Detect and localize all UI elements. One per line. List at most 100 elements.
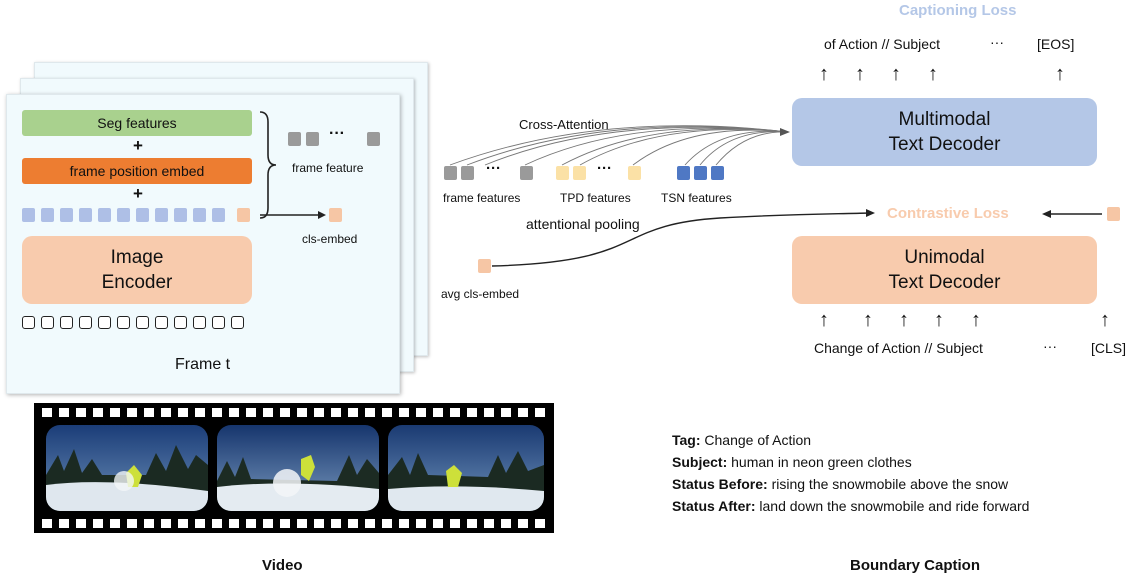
caption-key: Subject:: [672, 454, 728, 470]
avg-cls-embed-label: avg cls-embed: [441, 287, 520, 301]
caption-value: land down the snowmobile and ride forwar…: [759, 498, 1030, 514]
up-arrow: ↑: [934, 309, 944, 331]
sprocket-hole: [229, 519, 239, 528]
frame-features-label: frame features: [443, 191, 521, 205]
sprocket-hole: [382, 408, 392, 417]
sprocket-hole: [93, 408, 103, 417]
video-film-strip: [34, 403, 554, 533]
tpd-features-label: TPD features: [560, 191, 631, 205]
sprocket-hole: [161, 408, 171, 417]
video-frame-3: [388, 425, 544, 511]
tpd-features-token: [573, 166, 586, 180]
sprocket-hole: [178, 408, 188, 417]
cls-token: [237, 208, 250, 222]
sprocket-hole: [280, 519, 290, 528]
ellipsis: ···: [597, 160, 612, 177]
frame-feature-token: [288, 132, 301, 146]
image-encoder-box: Image Encoder: [22, 236, 252, 304]
sprocket-hole: [178, 519, 188, 528]
sprocket-hole: [416, 519, 426, 528]
sprocket-hole: [212, 408, 222, 417]
input-tokens: Change of Action // Subject: [814, 340, 983, 356]
sprocket-hole: [161, 519, 171, 528]
tpd-features-token: [556, 166, 569, 180]
sprocket-hole: [314, 408, 324, 417]
caption-before-line: Status Before: rising the snowmobile abo…: [672, 473, 1029, 495]
sprocket-hole: [484, 408, 494, 417]
cls-embed-label: cls-embed: [302, 232, 358, 246]
attentional-pooling-label: attentional pooling: [526, 216, 640, 232]
tpd-features-token: [628, 166, 641, 180]
caption-after-line: Status After: land down the snowmobile a…: [672, 495, 1029, 517]
up-arrow: ↑: [855, 63, 865, 85]
sprocket-hole: [42, 408, 52, 417]
caption-key: Status Before:: [672, 476, 768, 492]
pooling-curve: [491, 212, 869, 267]
tsn-features-token: [677, 166, 690, 180]
output-tokens: of Action // Subject: [824, 36, 940, 52]
cls-token-text: [CLS]: [1091, 340, 1127, 356]
sprocket-hole: [365, 519, 375, 528]
video-frame-2: [217, 425, 379, 511]
caption-key: Tag:: [672, 432, 701, 448]
frame-feature-token: [306, 132, 319, 146]
brace: [259, 111, 277, 219]
sprocket-hole: [59, 408, 69, 417]
tsn-features-token: [694, 166, 707, 180]
up-arrow: ↑: [899, 309, 909, 331]
plus-sign: +: [133, 184, 143, 203]
boundary-caption-label: Boundary Caption: [850, 557, 980, 574]
up-arrow: ↑: [891, 63, 901, 85]
sprocket-hole: [246, 408, 256, 417]
sprocket-hole: [484, 519, 494, 528]
caption-subject-line: Subject: human in neon green clothes: [672, 451, 1029, 473]
sprocket-hole: [348, 408, 358, 417]
video-frame-1: [46, 425, 208, 511]
frame-features-token: [444, 166, 457, 180]
sprocket-hole: [314, 519, 324, 528]
cls-arrow: [260, 211, 326, 219]
sprocket-hole: [331, 408, 341, 417]
boundary-caption-text: Tag: Change of Action Subject: human in …: [672, 429, 1029, 517]
sprocket-hole: [331, 519, 341, 528]
sprocket-hole: [467, 519, 477, 528]
sprocket-hole: [382, 519, 392, 528]
sprocket-hole: [229, 408, 239, 417]
tsn-features-label: TSN features: [661, 191, 732, 205]
multimodal-text-decoder-label: Multimodal Text Decoder: [888, 109, 1001, 155]
sprocket-hole: [399, 519, 409, 528]
sprocket-hole: [280, 408, 290, 417]
sprocket-hole: [127, 408, 137, 417]
cross-attention-arrowhead: [780, 128, 790, 136]
up-arrow: ↑: [928, 63, 938, 85]
sprocket-hole: [450, 519, 460, 528]
sprocket-hole: [399, 408, 409, 417]
sprocket-hole: [76, 408, 86, 417]
sprocket-hole: [263, 519, 273, 528]
image-encoder-label: Image Encoder: [101, 247, 173, 293]
frame-feature-label: frame feature: [292, 161, 364, 175]
sprocket-hole: [110, 408, 120, 417]
frame-features-token: [461, 166, 474, 180]
sprocket-hole: [93, 519, 103, 528]
image-token-row: [22, 316, 262, 330]
up-arrow: ↑: [1055, 63, 1065, 85]
sprocket-hole: [535, 519, 545, 528]
caption-key: Status After:: [672, 498, 756, 514]
sprocket-hole: [297, 408, 307, 417]
output-ellipsis: ···: [990, 34, 1004, 50]
text-cls-embed-token: [1107, 207, 1120, 221]
sprocket-hole: [144, 408, 154, 417]
frame-position-embed-box: frame position embed: [22, 158, 252, 184]
cross-attention-label: Cross-Attention: [519, 117, 609, 132]
up-arrow: ↑: [819, 63, 829, 85]
unimodal-text-decoder: Unimodal Text Decoder: [792, 236, 1097, 304]
sprocket-hole: [450, 408, 460, 417]
sprocket-hole: [535, 408, 545, 417]
caption-value: Change of Action: [704, 432, 812, 448]
eos-token: [EOS]: [1037, 36, 1075, 52]
sprocket-hole: [246, 519, 256, 528]
frame-features-token: [520, 166, 533, 180]
avg-cls-embed-token: [478, 259, 491, 273]
